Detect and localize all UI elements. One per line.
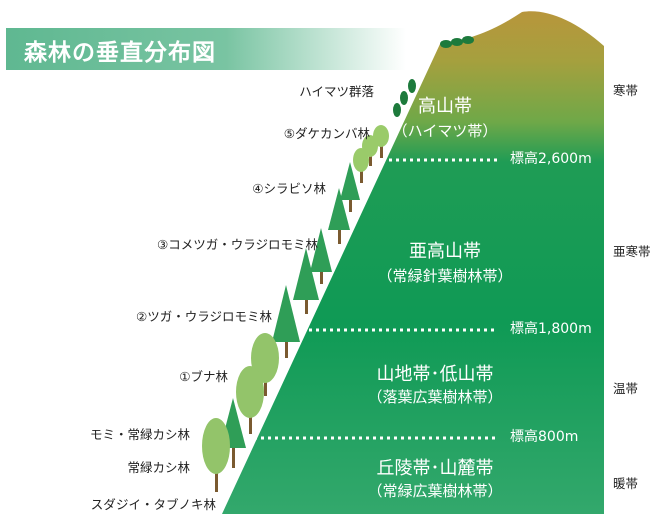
elevation-label-1800: 標高1,800m <box>510 321 592 337</box>
zone-subalpine-name: 亜高山帯 <box>409 241 481 262</box>
dwarf-pine-clumps <box>393 36 474 117</box>
climate-label-warm: 暖帯 <box>613 476 639 491</box>
climate-label-frigid: 寒帯 <box>613 83 639 98</box>
diagram-title: 森林の垂直分布図 <box>24 40 216 66</box>
title-banner <box>6 28 406 70</box>
zone-hill-sub: （常緑広葉樹林帯） <box>367 482 503 500</box>
elevation-label-800: 標高800m <box>510 429 579 445</box>
climate-label-temperate: 温帯 <box>613 381 639 396</box>
slope-trees <box>202 125 389 492</box>
zone-montane-name: 山地帯･低山帯 <box>376 364 494 385</box>
forest-label-joryokukashi: 常緑カシ林 <box>127 460 190 475</box>
elevation-label-2600: 標高2,600m <box>510 151 592 167</box>
forest-label-komezuga: ③コメツガ・ウラジロモミ林 <box>157 237 318 252</box>
forest-label-tsuga: ②ツガ・ウラジロモミ林 <box>136 309 272 324</box>
forest-label-shirabiso: ④シラビソ林 <box>252 181 326 196</box>
zone-montane-sub: （落葉広葉樹林帯） <box>367 388 503 406</box>
forest-label-sudajii: スダジイ・タブノキ林 <box>90 497 216 512</box>
forest-label-haimatsu: ハイマツ群落 <box>299 84 374 99</box>
forest-label-dakekanba: ⑤ダケカンバ林 <box>283 126 370 141</box>
climate-label-subarctic: 亜寒帯 <box>613 244 651 259</box>
mountain-body <box>222 11 604 514</box>
zone-alpine-sub: （ハイマツ帯） <box>392 122 498 140</box>
forest-label-momi: モミ・常緑カシ林 <box>89 427 190 442</box>
forest-label-buna: ①ブナ林 <box>179 369 228 384</box>
zone-alpine-name: 高山帯 <box>418 96 472 117</box>
zone-hill-name: 丘陵帯･山麓帯 <box>376 458 494 479</box>
zone-subalpine-sub: （常緑針葉樹林帯） <box>377 267 513 285</box>
